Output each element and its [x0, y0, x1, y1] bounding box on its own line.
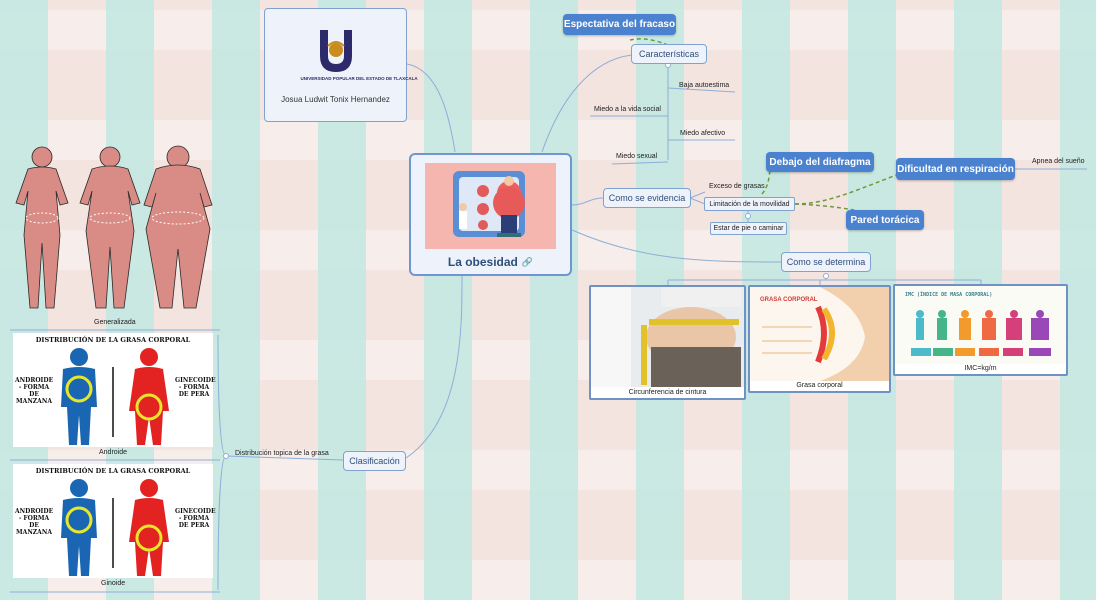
body-shape-comparison-icon [61, 348, 169, 445]
androide-left-text: ANDROIDE - FORMA DE MANZANA [15, 377, 54, 405]
androide-label: Androide [99, 449, 128, 456]
grasa-corporal-card[interactable]: GRASA CORPORAL Grasa corporal [748, 285, 891, 393]
miedo-afectivo-label: Miedo afectivo [680, 130, 726, 137]
circunferencia-card[interactable]: Circunferencia de cintura [589, 285, 746, 400]
distribucion-topica-label: Distribución topica de la grasa [235, 450, 329, 457]
miedo-sexual-label: Miedo sexual [616, 153, 658, 160]
obesity-illustration-icon [425, 163, 556, 249]
grasa-corporal-title: GRASA CORPORAL [760, 297, 818, 303]
androide-right-text: GINECOIDE - FORMA DE PERA [175, 377, 216, 398]
espectativa-fracaso-node[interactable]: Espectativa del fracaso [563, 14, 676, 35]
bmi-chart-icon [895, 286, 1066, 364]
limitacion-movilidad-node[interactable]: Limitación de la movilidad [704, 197, 795, 211]
ginoide-left-text: ANDROIDE - FORMA DE MANZANA [15, 508, 54, 536]
baja-autoestima-label: Baja autoestima [679, 82, 730, 89]
waist-measurement-icon [591, 287, 744, 387]
como-se-determina-node[interactable]: Como se determina [781, 252, 871, 272]
ginoide-card-title: DISTRIBUCIÓN DE LA GRASA CORPORAL [35, 467, 191, 475]
body-shape-comparison-icon [61, 479, 169, 576]
ginoide-label: Ginoide [101, 580, 126, 587]
clasificacion-node[interactable]: Clasificación [343, 451, 406, 471]
estar-de-pie-node[interactable]: Estar de pie o caminar [710, 222, 787, 235]
ginoide-card[interactable]: DISTRIBUCIÓN DE LA GRASA CORPORAL ANDROI… [13, 464, 216, 578]
grasa-corporal-caption: Grasa corporal [796, 382, 843, 389]
author-card[interactable]: UNIVERSIDAD POPULAR DEL ESTADO DE TLAXCA… [264, 8, 418, 122]
central-topic[interactable]: La obesidad 🔗 [409, 153, 572, 276]
ginoide-right-text: GINECOIDE - FORMA DE PERA [175, 508, 216, 529]
link-icon[interactable]: 🔗 [521, 256, 534, 267]
university-logo-icon [319, 30, 352, 72]
dificultad-respiracion-node[interactable]: Dificultad en respiración [896, 158, 1015, 180]
author-name: Josua Ludwit Tonix Hernandez [281, 95, 390, 104]
debajo-diafragma-node[interactable]: Debajo del diafragma [766, 152, 874, 172]
androide-card-title: DISTRIBUCIÓN DE LA GRASA CORPORAL [35, 336, 191, 344]
apnea-sueno-label: Apnea del sueño [1032, 158, 1085, 165]
circunferencia-caption: Circunferencia de cintura [628, 389, 707, 396]
generalizada-label: Generalizada [94, 319, 136, 326]
body-fat-diagram-icon [750, 287, 889, 381]
central-title: La obesidad [447, 255, 518, 269]
imc-title: IMC (ÍNDICE DE MASA CORPORAL) [905, 292, 993, 298]
pared-toracica-node[interactable]: Pared torácica [846, 210, 924, 230]
miedo-vida-social-label: Miedo a la vida social [594, 106, 661, 113]
exceso-grasas-label: Exceso de grasas [709, 183, 765, 190]
university-name: UNIVERSIDAD POPULAR DEL ESTADO DE TLAXCA… [300, 76, 418, 81]
imc-card[interactable]: IMC (ÍNDICE DE MASA CORPORAL) IMC=kg/m [893, 284, 1068, 376]
androide-card[interactable]: DISTRIBUCIÓN DE LA GRASA CORPORAL ANDROI… [13, 333, 216, 447]
como-se-evidencia-node[interactable]: Como se evidencia [603, 188, 691, 208]
caracteristicas-node[interactable]: Características [631, 44, 707, 64]
generalizada-silhouettes-icon [15, 145, 213, 309]
imc-caption: IMC=kg/m [964, 365, 997, 372]
